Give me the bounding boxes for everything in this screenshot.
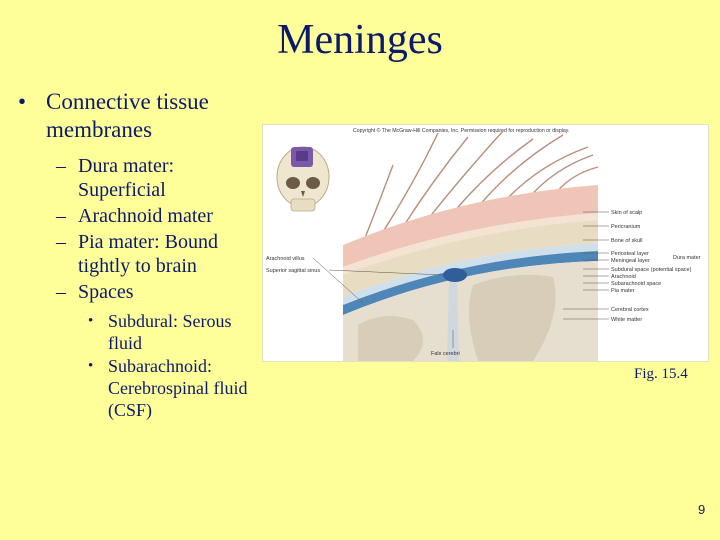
pericranium-layer [343, 213, 598, 275]
label-pia: Pia mater [611, 288, 635, 294]
bullet-text: Subdural: Serous fluid [108, 311, 232, 353]
sub-bullet-item: – Arachnoid mater [56, 204, 258, 228]
hair-strands [362, 130, 599, 244]
copyright-text: Copyright © The McGraw-Hill Companies, I… [353, 127, 569, 134]
sub-bullet-item: – Dura mater: Superficial [56, 154, 258, 202]
label-arachnoid: Arachnoid [611, 274, 636, 280]
meninges-illustration: Copyright © The McGraw-Hill Companies, I… [266, 127, 701, 361]
label-subarachnoid: Subarachnoid space [611, 281, 661, 287]
sub-sub-bullet-item: • Subdural: Serous fluid [88, 310, 258, 354]
sub-sub-bullet-item: • Subarachnoid: Cerebrospinal fluid (CSF… [88, 355, 258, 421]
bullet-text: Dura mater: Superficial [78, 155, 175, 201]
label-villus: Arachnoid villus [266, 256, 305, 262]
label-cortex: Cerebral cortex [611, 307, 649, 313]
slide-title: Meninges [277, 17, 443, 63]
label-pericranium: Pericranium [611, 224, 641, 230]
dash-icon: – [56, 281, 66, 303]
skull-bone-layer [343, 220, 598, 297]
sub-bullet-item: – Pia mater: Bound tightly to brain [56, 230, 258, 278]
label-meningeal: Meningeal layer [611, 258, 650, 264]
bullet-dot-icon: • [18, 89, 27, 114]
bullet-dot-icon: • [88, 358, 94, 374]
label-subdural: Subdural space (potential space) [611, 267, 692, 273]
subarachnoid-layer [343, 251, 598, 315]
page-number: 9 [698, 502, 706, 517]
sagittal-sinus [443, 268, 467, 282]
scalp-layer [343, 185, 598, 267]
sub-bullet-item: – Spaces [56, 280, 258, 304]
meninges-figure: Copyright © The McGraw-Hill Companies, I… [262, 124, 709, 362]
dash-icon: – [56, 231, 66, 253]
label-white-matter: White matter [611, 317, 642, 323]
bullet-list: • Connective tissue membranes – Dura mat… [18, 88, 258, 422]
label-sinus: Superior sagittal sinus [266, 268, 320, 274]
dash-icon: – [56, 155, 66, 177]
figure-caption: Fig. 15.4 [634, 366, 688, 382]
label-bone: Bone of skull [611, 238, 643, 244]
label-falx: Falx cerebri [431, 351, 460, 357]
label-periosteal: Periosteal layer [611, 251, 649, 257]
bullet-text: Connective tissue membranes [46, 89, 209, 142]
dura-layer [343, 243, 598, 305]
bullet-text: Pia mater: Bound tightly to brain [78, 231, 218, 277]
bullet-text: Spaces [78, 281, 134, 303]
bullet-text: Subarachnoid: Cerebrospinal fluid (CSF) [108, 356, 248, 420]
falx-cerebri [447, 275, 459, 361]
skull-icon [276, 146, 330, 212]
label-dura: Dura mater [673, 255, 701, 261]
bullet-text: Arachnoid mater [78, 205, 213, 227]
dash-icon: – [56, 205, 66, 227]
bullet-dot-icon: • [88, 313, 94, 329]
bullet-item: • Connective tissue membranes [18, 88, 258, 144]
label-skin: Skin of scalp [611, 210, 642, 216]
